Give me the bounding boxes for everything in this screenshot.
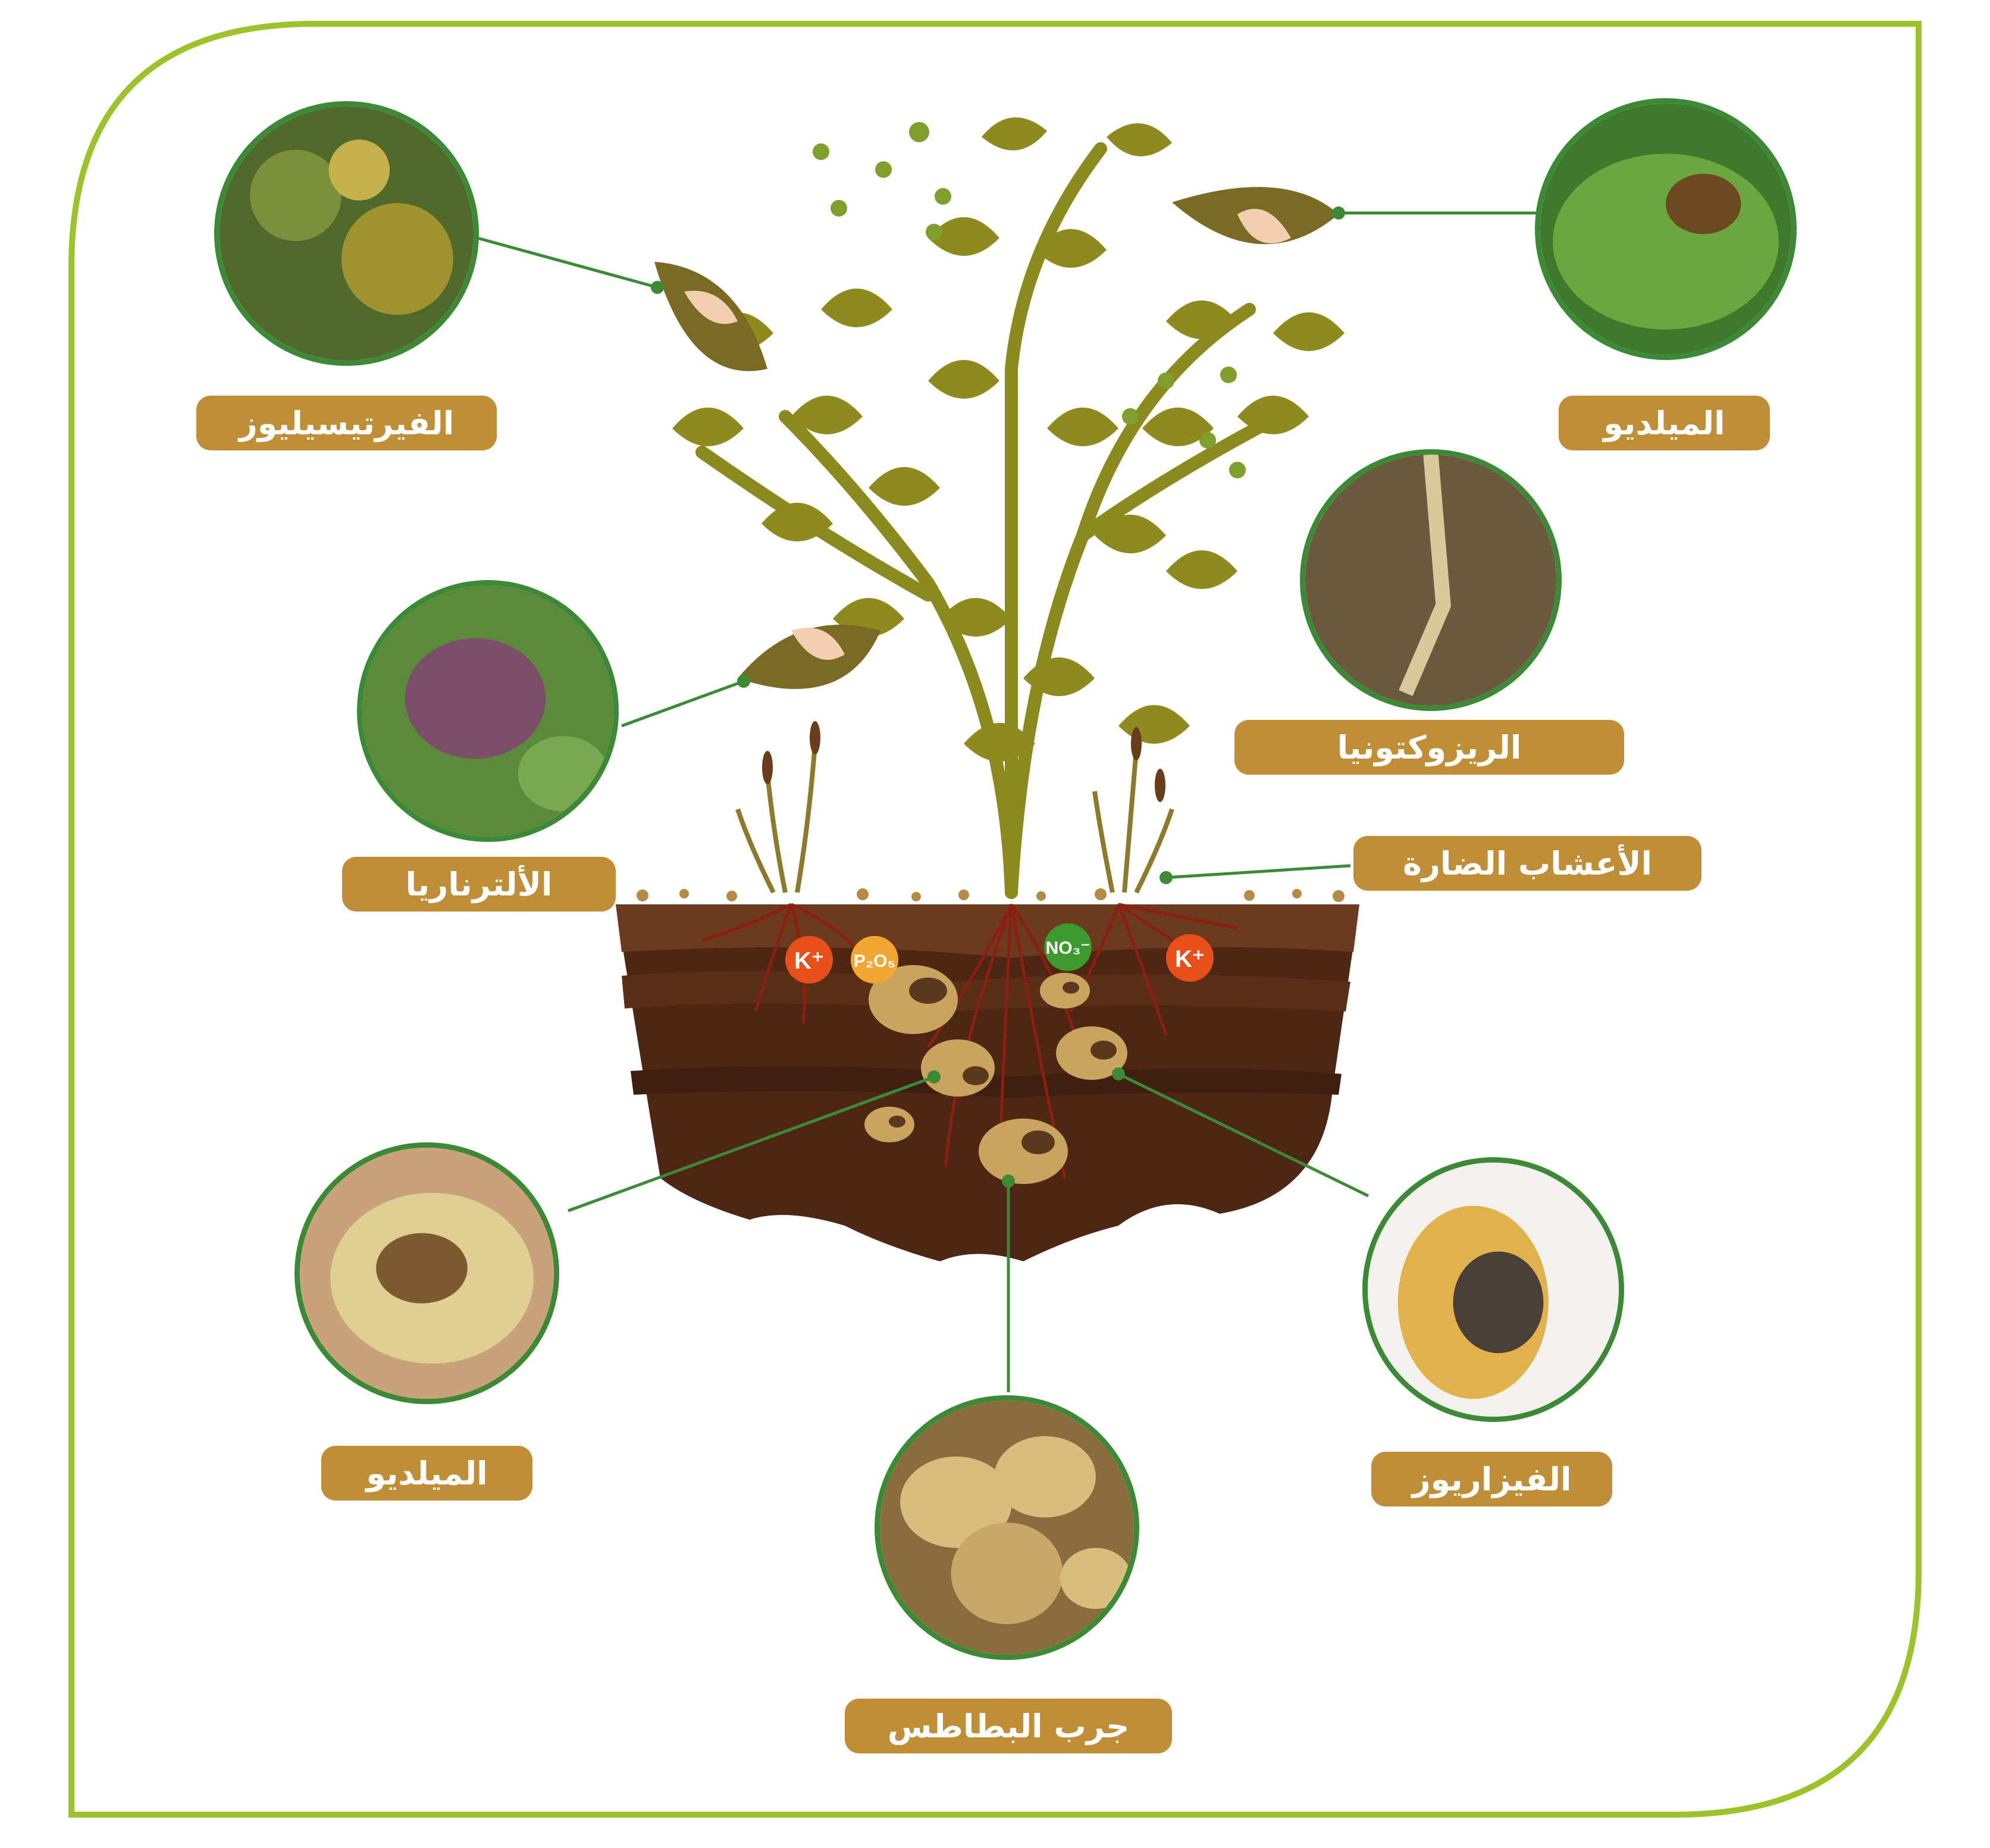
k-left-badge [785,936,833,983]
k-right-badge [1166,934,1214,982]
label-verticillium: الفيرتيسيليوز [196,396,497,450]
label-alternaria: الألترناريا [342,857,616,912]
photo-fusarium [1362,1157,1624,1422]
photo-common-scab [875,1395,1139,1660]
photo-rhizoctonia [1300,449,1562,711]
photo-mildew-leaf [1535,98,1797,360]
label-weeds: الأعشاب الضارة [1353,836,1701,891]
frame-border [68,21,1922,1818]
photo-mildew-tuber [294,1142,559,1404]
p2o5-text: P₂O₅ [854,951,895,971]
no3-badge [1044,923,1092,971]
label-mildew-tuber: الميلديو [321,1446,532,1501]
tubers [864,965,1127,1184]
nutrient-badges: K⁺ P₂O₅ NO₃⁻ K⁺ [785,923,1214,983]
photo-verticillium [214,101,479,366]
label-rhizoctonia: الريزوكتونيا [1234,720,1624,775]
soil-section [616,888,1359,1261]
k-left-text: K⁺ [794,948,824,974]
no3-text: NO₃⁻ [1046,938,1090,958]
photo-alternaria [357,580,619,842]
potato-plant [654,117,1345,899]
p2o5-badge [851,936,898,983]
label-common-scab: جرب البطاطس [845,1699,1172,1753]
label-mildew-leaf: الميلديو [1559,396,1770,450]
label-fusarium: الفيزاريوز [1371,1452,1612,1506]
connector-lines [472,211,1541,1392]
k-right-text: K⁺ [1175,946,1205,972]
